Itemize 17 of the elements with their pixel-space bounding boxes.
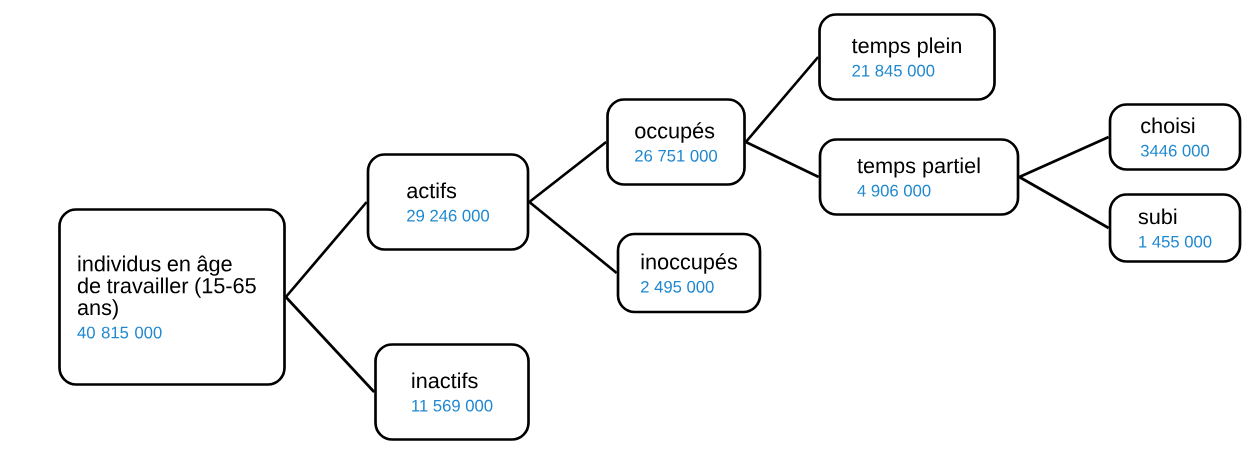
rounded-box: inactifs 11 569 000 bbox=[374, 343, 530, 441]
rounded-box: temps partiel 4 906 000 bbox=[818, 138, 1020, 216]
connector-line bbox=[1018, 135, 1110, 179]
connector-line bbox=[744, 56, 820, 143]
connector-line bbox=[745, 140, 820, 179]
rounded-box: inoccupés 2 495 000 bbox=[616, 232, 762, 314]
connector-line bbox=[1018, 175, 1110, 230]
connector-line bbox=[528, 200, 618, 275]
rounded-box: subi 1 455 000 bbox=[1108, 193, 1242, 263]
connector-line bbox=[528, 140, 607, 204]
rounded-box: temps plein 21 845 000 bbox=[818, 13, 996, 101]
connector-line bbox=[284, 296, 376, 393]
rounded-box: occupés 26 751 000 bbox=[606, 98, 746, 186]
connector-line bbox=[284, 201, 368, 298]
rounded-box: actifs 29 246 000 bbox=[366, 153, 530, 251]
rounded-box: individus en âge de travailler (15-65 ans) 40 815 000 bbox=[58, 208, 286, 386]
rounded-box: choisi 3446 000 bbox=[1108, 103, 1242, 171]
